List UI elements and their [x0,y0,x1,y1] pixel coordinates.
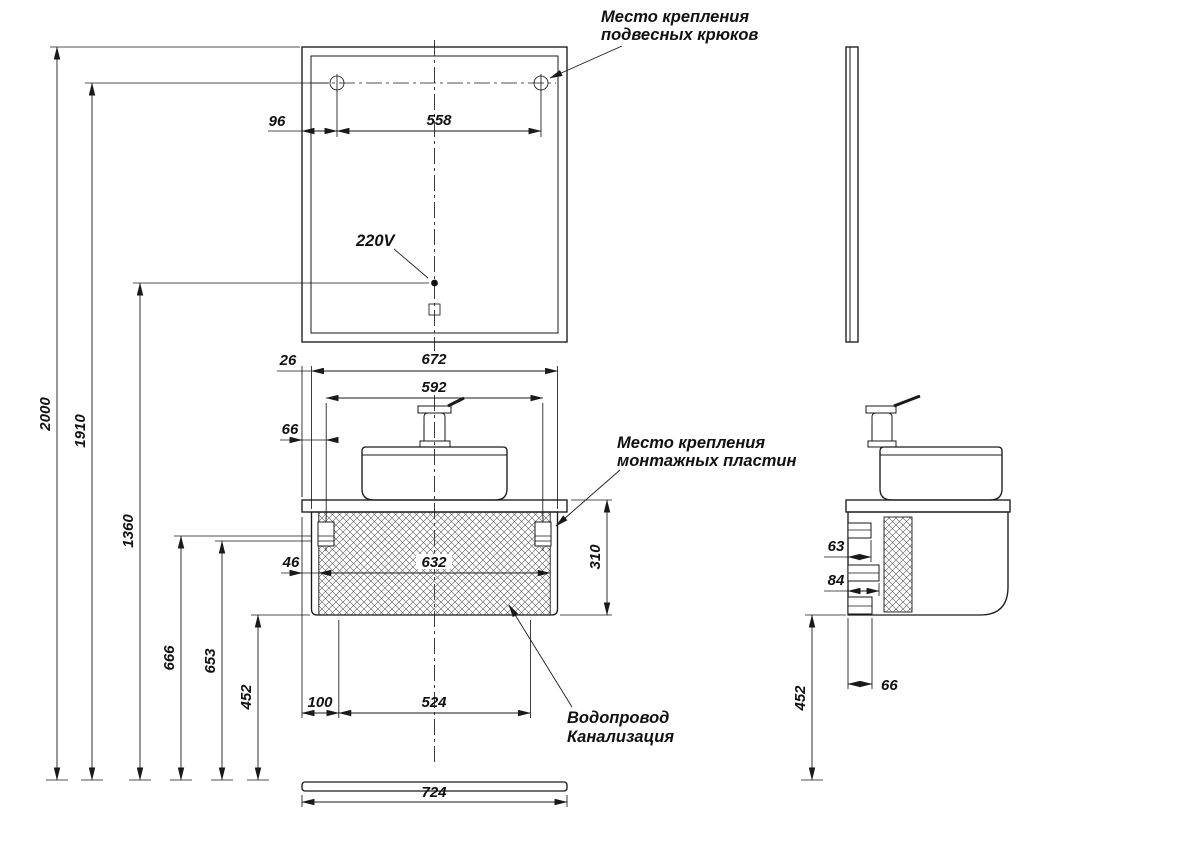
height-310-extensions [560,499,612,616]
dim-bottom-offset: 100 [307,694,333,711]
dim-hanger-offset: 66 [282,421,299,438]
hook-dim-extensions [268,91,542,137]
cabinet-side [847,511,1009,616]
faucet-side-cap [865,405,897,414]
dim-total-width: 724 [421,784,447,801]
faucet-side-body [871,412,893,441]
touch-sensor-icon [428,303,441,316]
outlet-leader [393,248,429,279]
dim-cabinet-height: 310 [587,544,604,570]
dim-text-backplate [416,554,452,569]
dim-side-height: 452 [792,685,809,712]
faucet-side-base [867,440,897,448]
cutout-dim-lines [281,517,319,718]
dim-plate-height-lower: 653 [202,648,219,674]
dim-hanger-spacing: 592 [421,379,447,396]
dim-cabinet-bottom-height: 452 [238,684,255,711]
cabinet-front [310,511,559,616]
plates-note: Место крепления монтажных пластин [555,434,797,527]
bracket-bottom [847,596,873,615]
plumbing-leader [508,604,573,708]
faucet-lever [447,396,465,408]
plates-note-line2: монтажных пластин [617,452,797,470]
dim-cabinet-width: 672 [421,351,447,368]
hanger-offset-lines [280,439,327,497]
bottom-strip [301,781,568,792]
mounting-plate-left [317,521,335,547]
plates-note-line1: Место крепления [617,434,765,452]
height-extension-lines [50,46,429,616]
dim-outlet-height: 1360 [120,514,137,548]
side-brackets [847,522,880,615]
dim-bottom-spacing: 524 [421,694,447,711]
mounting-plates [317,517,552,551]
faucet-cap [417,405,452,414]
top-dim-extensions [277,366,558,509]
dim-hook-offset: 96 [269,113,286,130]
plumbing-line2: Канализация [567,728,674,746]
dim-side-plate-depth: 84 [828,572,845,589]
mirror-side-profile [845,46,859,343]
plate-screw-lines [318,535,551,542]
countertop-side [845,499,1011,513]
faucet-front [417,396,465,448]
hooks-note-line1: Место крепления [601,8,749,26]
dim-hook-spacing: 558 [426,112,452,129]
hook-cross-ticks [336,74,542,92]
bracket-top [847,522,872,539]
dim66-extensions [847,618,873,689]
dim-total-height: 2000 [37,397,54,432]
dim-hooks-height: 1910 [72,414,89,448]
plumbing-note: Водопровод Канализация [508,604,674,746]
faucet-side-lever [893,394,921,408]
hooks-note-line2: подвесных крюков [601,26,758,44]
vanity-front-view: 26 672 592 66 46 632 310 100 524 724 [277,351,612,807]
dim-side-bottom-depth: 66 [881,677,898,694]
side-plumbing-hatch [883,516,913,613]
dim-cutout-width: 632 [421,554,447,571]
hooks-note-leader [549,45,623,79]
dim-side-bracket-depth: 63 [828,538,845,555]
dim-plate-height-upper: 666 [161,645,178,671]
outlet-point [431,279,438,287]
height-dimension-chain: 2000 1910 1360 666 653 452 [37,46,429,781]
mounting-plate-right [534,521,552,547]
plumbing-line1: Водопровод [567,709,669,727]
faucet-side [865,394,921,448]
mirror-front-view: 96 558 220V [268,40,568,351]
hooks-note: Место крепления подвесных крюков [549,8,758,79]
dim-cutout-offset: 46 [282,554,300,571]
hanger-extensions [325,403,544,519]
dim-countertop-overhang: 26 [279,352,297,369]
mirror-side-view [845,46,859,343]
plates-note-leader [555,469,621,527]
vanity-side-view: 63 84 66 452 [792,394,1011,781]
sink-front [361,446,508,501]
bottom-dim-extensions [338,620,531,718]
faucet-base [419,440,451,448]
bracket-detail-lines [848,529,879,607]
outlet-label: 220V [355,232,397,250]
